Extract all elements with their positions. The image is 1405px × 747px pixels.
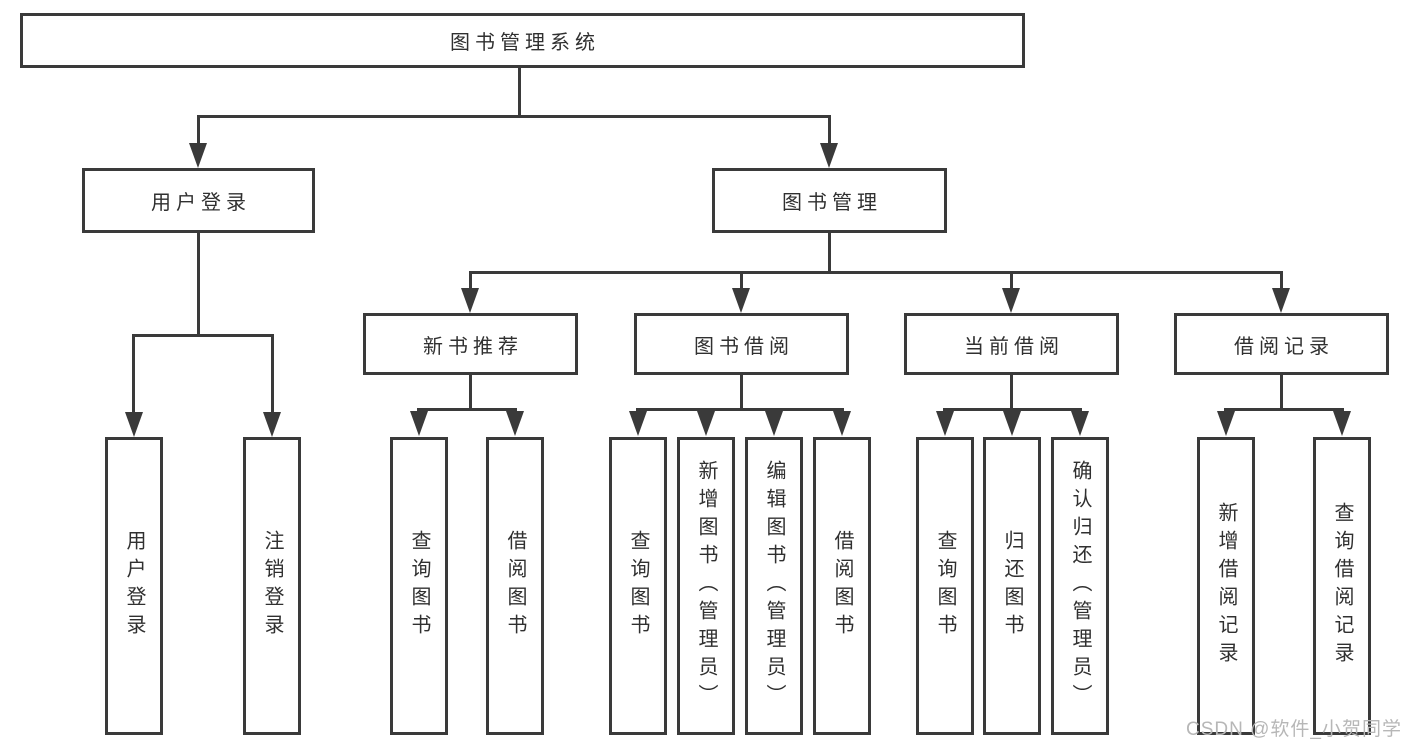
arrow-down-icon (461, 288, 479, 313)
connector-line (1010, 271, 1013, 291)
arrow-down-icon (506, 411, 524, 436)
leaf-logout: 注销登录 (243, 437, 301, 735)
connector-line (132, 334, 274, 337)
connector-line (828, 233, 831, 274)
arrow-down-icon (1217, 411, 1235, 436)
arrow-down-icon (125, 412, 143, 437)
connector-line (469, 271, 472, 291)
leaf-label: 借阅图书 (504, 530, 526, 642)
leaf-return-book: 归还图书 (983, 437, 1041, 735)
connector-line (1224, 408, 1344, 411)
leaf-label: 新增图书（管理员） (695, 460, 717, 712)
node-label: 当前借阅 (964, 335, 1064, 358)
arrow-down-icon (410, 411, 428, 436)
arrow-down-icon (189, 143, 207, 168)
connector-line (469, 271, 1282, 274)
arrow-down-icon (833, 411, 851, 436)
arrow-down-icon (1071, 411, 1089, 436)
arrow-down-icon (1333, 411, 1351, 436)
leaf-borrow-books-recommend: 借阅图书 (486, 437, 544, 735)
connector-line (740, 375, 743, 411)
arrow-down-icon (820, 143, 838, 168)
leaf-query-books-current: 查询图书 (916, 437, 974, 735)
connector-line (197, 233, 200, 336)
leaf-label: 查询借阅记录 (1331, 502, 1353, 670)
leaf-label: 用户登录 (123, 530, 145, 642)
arrow-down-icon (936, 411, 954, 436)
connector-line (518, 68, 521, 118)
leaf-label: 注销登录 (261, 530, 283, 642)
arrow-down-icon (263, 412, 281, 437)
watermark-text: CSDN @软件_小贺同学 (1186, 719, 1402, 740)
leaf-edit-book-admin: 编辑图书（管理员） (745, 437, 803, 735)
node-library-management-system: 图书管理系统 (20, 13, 1025, 68)
arrow-down-icon (732, 288, 750, 313)
node-new-book-recommend: 新书推荐 (363, 313, 578, 375)
leaf-query-borrow-record: 查询借阅记录 (1313, 437, 1371, 735)
leaf-label: 确认归还（管理员） (1069, 460, 1091, 712)
arrow-down-icon (765, 411, 783, 436)
node-label: 新书推荐 (423, 335, 523, 358)
arrow-down-icon (629, 411, 647, 436)
node-label: 用户登录 (151, 192, 251, 214)
leaf-label: 查询图书 (627, 530, 649, 642)
connector-line (197, 115, 200, 145)
connector-line (740, 271, 743, 291)
node-user-login: 用户登录 (82, 168, 315, 233)
leaf-confirm-return-admin: 确认归还（管理员） (1051, 437, 1109, 735)
connector-line (197, 115, 831, 118)
leaf-label: 查询图书 (934, 530, 956, 642)
node-label: 图书借阅 (694, 335, 794, 358)
node-book-management: 图书管理 (712, 168, 947, 233)
arrow-down-icon (697, 411, 715, 436)
connector-line (417, 408, 517, 411)
leaf-label: 新增借阅记录 (1215, 502, 1237, 670)
connector-line (636, 408, 844, 411)
leaf-query-books-recommend: 查询图书 (390, 437, 448, 735)
leaf-query-books-borrowing: 查询图书 (609, 437, 667, 735)
leaf-add-borrow-record: 新增借阅记录 (1197, 437, 1255, 735)
connector-line (132, 334, 135, 413)
connector-line (828, 115, 831, 145)
node-current-borrowing: 当前借阅 (904, 313, 1119, 375)
connector-line (1010, 375, 1013, 411)
node-label: 图书管理系统 (450, 32, 600, 54)
leaf-label: 查询图书 (408, 530, 430, 642)
arrow-down-icon (1272, 288, 1290, 313)
node-label: 借阅记录 (1234, 335, 1334, 358)
arrow-down-icon (1002, 288, 1020, 313)
leaf-label: 归还图书 (1001, 530, 1023, 642)
leaf-label: 编辑图书（管理员） (763, 460, 785, 712)
leaf-label: 借阅图书 (831, 530, 853, 642)
leaf-borrow-books: 借阅图书 (813, 437, 871, 735)
connector-line (1280, 271, 1283, 291)
leaf-add-book-admin: 新增图书（管理员） (677, 437, 735, 735)
connector-line (271, 334, 274, 413)
connector-line (943, 408, 1082, 411)
node-borrowing-records: 借阅记录 (1174, 313, 1389, 375)
connector-line (1280, 375, 1283, 411)
arrow-down-icon (1003, 411, 1021, 436)
connector-line (469, 375, 472, 411)
node-label: 图书管理 (782, 192, 882, 214)
leaf-user-login: 用户登录 (105, 437, 163, 735)
node-book-borrowing: 图书借阅 (634, 313, 849, 375)
